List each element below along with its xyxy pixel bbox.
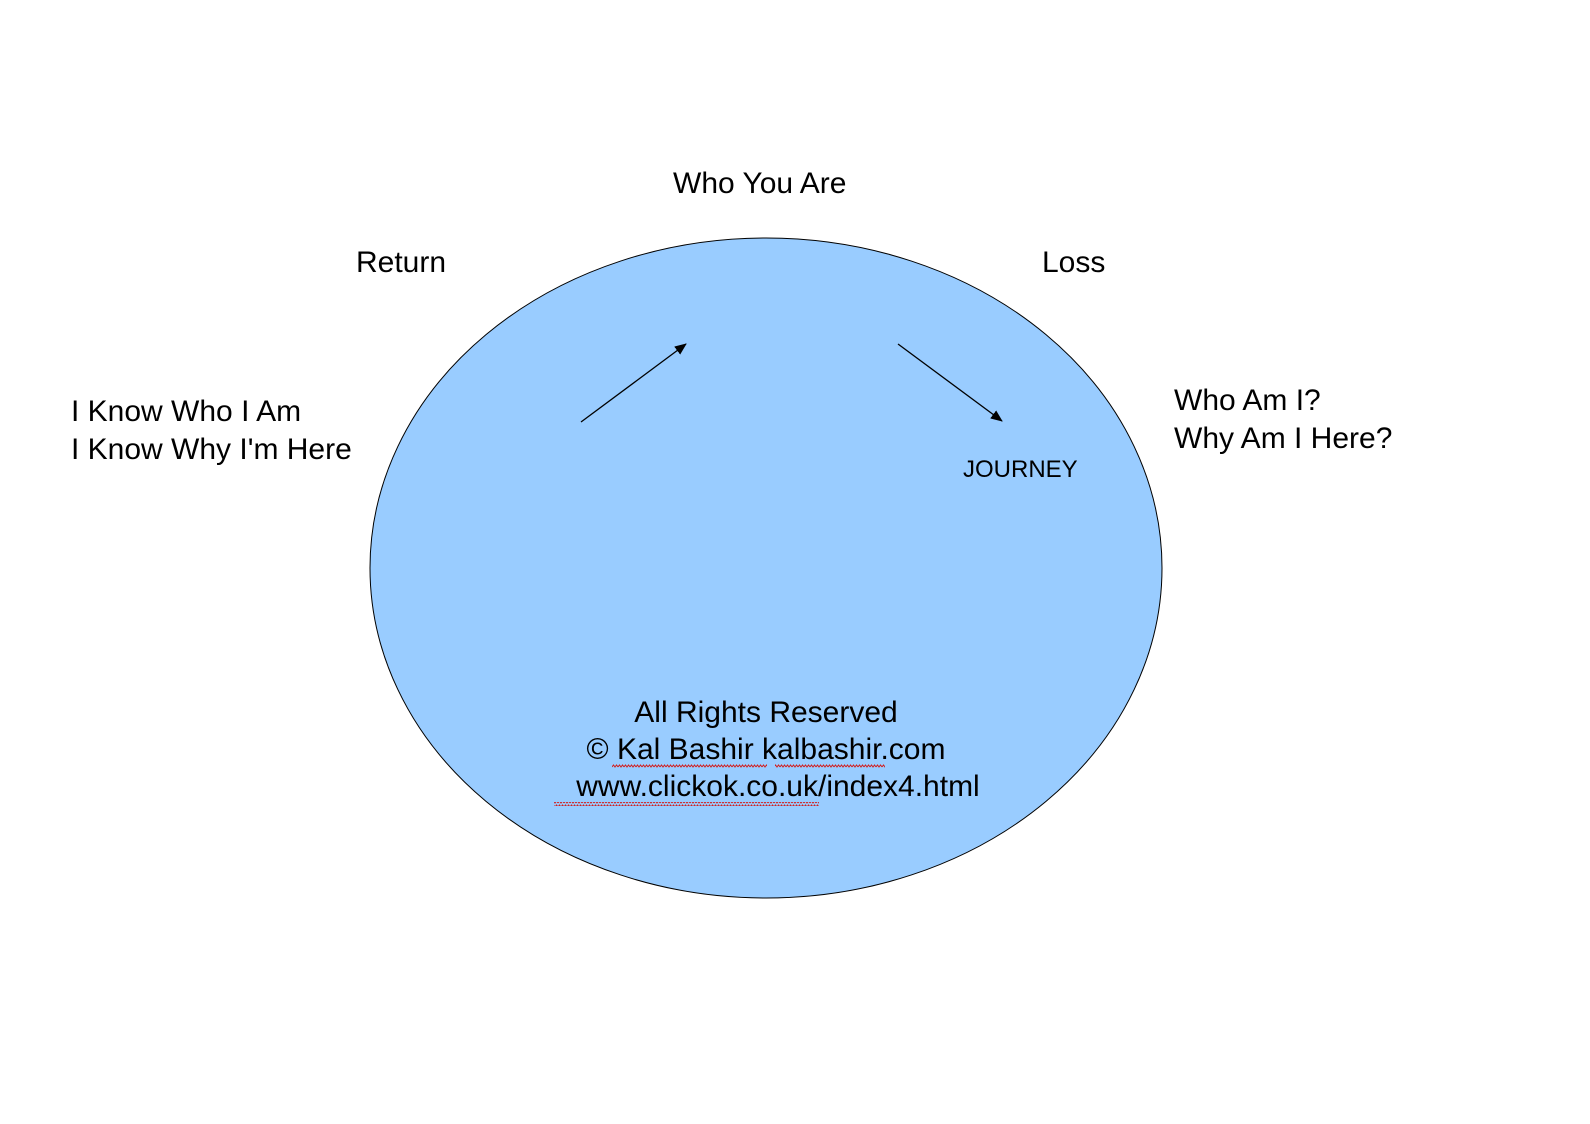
- footer-copyright: © Kal Bashir kalbashir.com: [586, 733, 946, 766]
- journey-circle: [369, 237, 1163, 899]
- label-return: Return: [356, 246, 447, 279]
- label-who-am-i: Who Am I?: [1174, 384, 1321, 417]
- return-arrow: [580, 343, 687, 423]
- label-journey: JOURNEY: [963, 456, 1078, 483]
- footer-rights: All Rights Reserved: [634, 696, 898, 729]
- label-know-why: I Know Why I'm Here: [71, 433, 352, 466]
- label-loss: Loss: [1042, 246, 1106, 279]
- footer-url: www.clickok.co.uk/index4.html: [576, 770, 980, 803]
- spellcheck-underline: [554, 802, 819, 806]
- label-who-you-are: Who You Are: [673, 167, 847, 200]
- label-know-who: I Know Who I Am: [71, 395, 302, 428]
- loss-arrow: [897, 343, 1003, 422]
- spellcheck-underline: [612, 764, 767, 768]
- label-why-am-i-here: Why Am I Here?: [1174, 422, 1393, 455]
- spellcheck-underline: [775, 764, 885, 768]
